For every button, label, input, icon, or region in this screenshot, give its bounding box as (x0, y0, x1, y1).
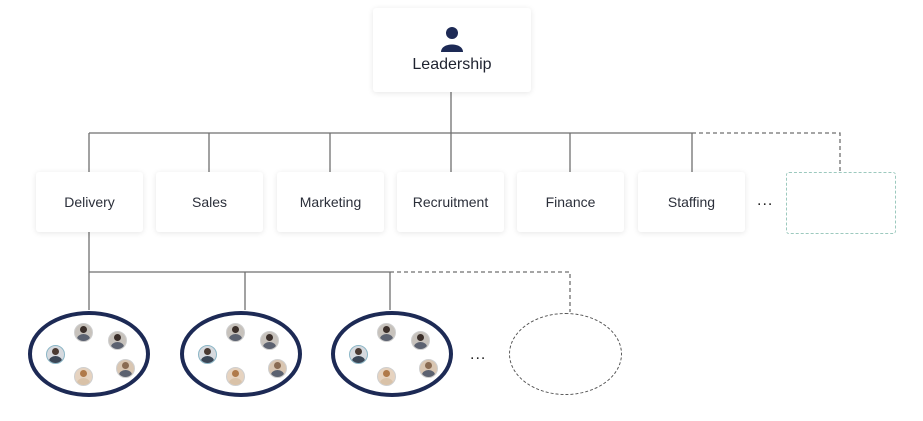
team-group (331, 311, 453, 397)
department-label: Sales (191, 194, 228, 210)
team-member-avatar (74, 323, 93, 342)
department-sales: Sales (156, 172, 263, 232)
leadership-label: Leadership (412, 56, 492, 73)
team-member-avatar (419, 359, 438, 378)
team-member-avatar (226, 323, 245, 342)
department-label: Staffing (667, 194, 716, 210)
team-member-avatar (268, 359, 287, 378)
department-label: Marketing (299, 194, 362, 210)
department-label: Recruitment (412, 194, 489, 210)
team-member-avatar (198, 345, 217, 364)
team-member-avatar (349, 345, 368, 364)
team-member-avatar (260, 331, 279, 350)
team-member-avatar (226, 367, 245, 386)
team-group (28, 311, 150, 397)
team-member-avatar (411, 331, 430, 350)
person-icon (441, 27, 463, 52)
department-placeholder (786, 172, 896, 234)
department-delivery: Delivery (36, 172, 143, 232)
team-member-avatar (377, 367, 396, 386)
team-member-avatar (116, 359, 135, 378)
team-member-avatar (377, 323, 396, 342)
department-marketing: Marketing (277, 172, 384, 232)
department-label: Delivery (64, 194, 115, 210)
team-placeholder (509, 313, 622, 395)
team-member-avatar (108, 331, 127, 350)
more-teams-ellipsis: ... (470, 346, 487, 363)
department-label: Finance (545, 194, 596, 210)
department-recruitment: Recruitment (397, 172, 504, 232)
team-group (180, 311, 302, 397)
department-finance: Finance (517, 172, 624, 232)
leadership-node: Leadership (373, 8, 531, 92)
team-member-avatar (74, 367, 93, 386)
more-departments-ellipsis: ... (757, 192, 774, 209)
team-member-avatar (46, 345, 65, 364)
department-staffing: Staffing (638, 172, 745, 232)
